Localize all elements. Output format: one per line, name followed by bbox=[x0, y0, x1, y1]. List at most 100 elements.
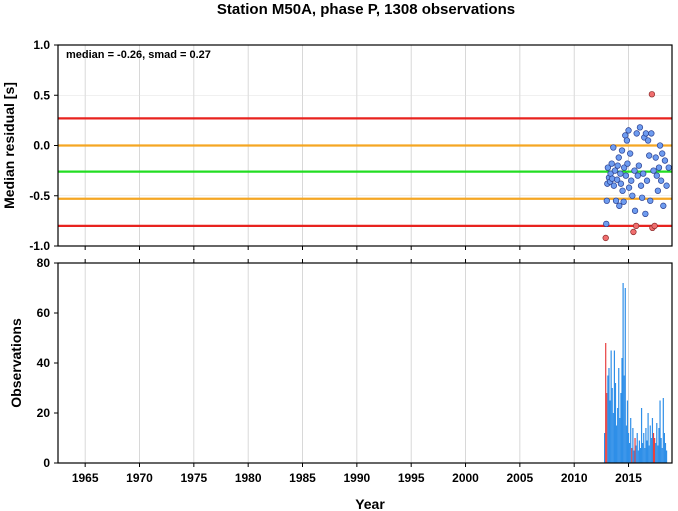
observation-bar bbox=[644, 448, 646, 463]
residual-point bbox=[631, 207, 639, 214]
residual-point bbox=[663, 182, 670, 189]
residual-point bbox=[655, 164, 663, 171]
observation-bar bbox=[630, 418, 632, 463]
observation-bar bbox=[660, 438, 662, 463]
residual-point bbox=[631, 167, 638, 174]
outlier-point bbox=[632, 222, 640, 230]
residual-point bbox=[613, 176, 621, 183]
residual-point bbox=[665, 164, 672, 171]
residual-point bbox=[625, 184, 633, 191]
observation-bar bbox=[627, 433, 630, 463]
residual-point bbox=[660, 202, 667, 209]
residual-points bbox=[602, 91, 672, 242]
x-tick-label: 1995 bbox=[398, 471, 425, 485]
y-tick-label: -1.0 bbox=[29, 239, 50, 253]
x-tick-label: 1990 bbox=[343, 471, 370, 485]
y-tick-label: 0.5 bbox=[33, 88, 50, 102]
y-tick-label: -0.5 bbox=[29, 189, 50, 203]
observation-bar bbox=[626, 400, 629, 463]
observation-bar bbox=[623, 375, 625, 463]
x-tick-label: 1970 bbox=[126, 471, 153, 485]
observation-bar bbox=[665, 450, 668, 463]
observation-bar bbox=[659, 400, 661, 463]
residual-point bbox=[636, 124, 644, 131]
flagged-observation-bar bbox=[631, 448, 633, 463]
observation-bar bbox=[639, 448, 642, 463]
observation-bar bbox=[609, 400, 611, 463]
observation-bar bbox=[607, 375, 609, 463]
y-tick-label: 60 bbox=[37, 306, 51, 320]
observation-bar bbox=[646, 440, 648, 463]
observation-bar bbox=[662, 398, 664, 463]
residual-point bbox=[654, 187, 662, 194]
residual-point bbox=[625, 127, 632, 134]
y-tick-label: 1.0 bbox=[33, 38, 50, 52]
x-tick-label: 1965 bbox=[72, 471, 99, 485]
residual-point bbox=[653, 172, 660, 179]
residual-point bbox=[629, 192, 636, 199]
observation-bar bbox=[629, 443, 631, 463]
observation-bar bbox=[625, 425, 627, 463]
observation-bar bbox=[650, 438, 652, 463]
residual-point bbox=[620, 198, 627, 205]
observation-bar bbox=[604, 433, 606, 463]
residual-point bbox=[648, 130, 655, 137]
residual-point bbox=[634, 172, 641, 179]
residual-point bbox=[644, 137, 652, 144]
observation-bar bbox=[613, 350, 616, 463]
residual-point bbox=[617, 170, 624, 177]
residual-point bbox=[623, 137, 631, 144]
observation-bar bbox=[655, 443, 657, 463]
observation-bar bbox=[618, 368, 620, 463]
observation-bar bbox=[615, 425, 618, 463]
observation-bar bbox=[635, 445, 637, 463]
observation-bar bbox=[638, 440, 640, 463]
y-tick-label: 80 bbox=[37, 256, 51, 270]
observation-bar bbox=[622, 283, 624, 463]
residual-point bbox=[643, 177, 651, 184]
observation-bars bbox=[604, 283, 668, 463]
observation-bar bbox=[633, 450, 635, 463]
x-tick-label: 2015 bbox=[615, 471, 642, 485]
residual-point bbox=[637, 182, 645, 189]
flagged-observation-bar bbox=[652, 433, 655, 463]
flagged-observation-bar bbox=[606, 393, 608, 463]
residual-point bbox=[617, 180, 625, 187]
observation-bar bbox=[661, 448, 663, 463]
outlier-point bbox=[602, 234, 609, 242]
residual-point bbox=[612, 197, 620, 204]
y-tick-label: 20 bbox=[37, 406, 51, 420]
residual-point bbox=[621, 164, 628, 171]
x-tick-label: 2010 bbox=[561, 471, 588, 485]
residual-point bbox=[616, 202, 623, 209]
x-tick-label: 1980 bbox=[235, 471, 262, 485]
outlier-point bbox=[630, 228, 637, 236]
stats-annotation: median = -0.26, smad = 0.27 bbox=[66, 49, 211, 61]
observation-bar bbox=[657, 445, 659, 463]
observation-bar bbox=[608, 368, 610, 463]
x-axis-label: Year bbox=[355, 496, 385, 511]
residual-point bbox=[603, 220, 610, 228]
residual-point bbox=[618, 147, 626, 154]
bottom-plot-frame bbox=[57, 262, 673, 464]
x-tick-label: 2000 bbox=[452, 471, 479, 485]
residual-point bbox=[652, 154, 659, 161]
residual-point bbox=[608, 160, 615, 167]
residual-point bbox=[627, 150, 634, 157]
y-tick-label: 0.0 bbox=[33, 139, 50, 153]
y-tick-label: 0 bbox=[43, 456, 50, 470]
reference-lines bbox=[58, 117, 672, 227]
bottom-grid bbox=[84, 263, 629, 463]
residual-point bbox=[656, 142, 664, 149]
top-y-axis-label: Median residual [s] bbox=[1, 82, 17, 209]
flagged-observation-bar bbox=[654, 438, 656, 463]
x-tick-label: 2005 bbox=[507, 471, 534, 485]
observation-bar bbox=[636, 433, 638, 463]
residual-point bbox=[628, 177, 635, 184]
x-tick-label: 1975 bbox=[180, 471, 207, 485]
residual-point bbox=[659, 150, 666, 157]
flagged-observation-bar bbox=[634, 438, 636, 463]
